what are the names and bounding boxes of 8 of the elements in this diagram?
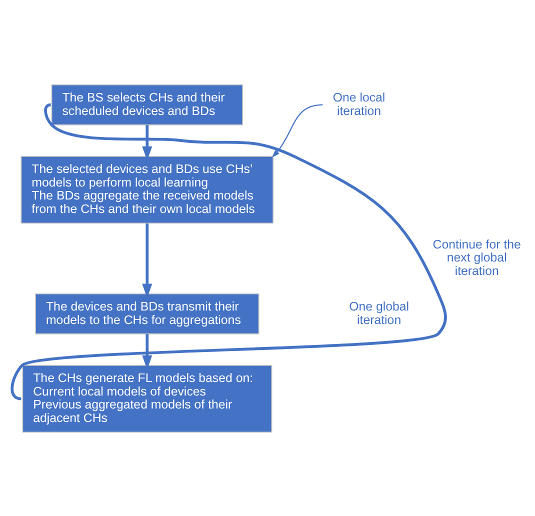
label: One global iteration <box>349 298 410 326</box>
node-text: One local iteration <box>332 90 386 118</box>
node-box: The BS selects CHs and their scheduled devices and BDs <box>51 84 244 125</box>
node-box: The selected devices and BDs use CHs’ models to perform local learning The BDs aggregate the received models from the CHs and their own local models <box>20 155 274 224</box>
node-box: The CHs generate FL models based on: Current local models of devices Previous aggregated models of their adjacent CHs <box>22 364 272 432</box>
arrow <box>272 104 323 158</box>
edge-label: Continue for the next global iteration <box>432 236 521 278</box>
node-box: The devices and BDs transmit their models to the CHs for aggregations <box>35 292 260 334</box>
